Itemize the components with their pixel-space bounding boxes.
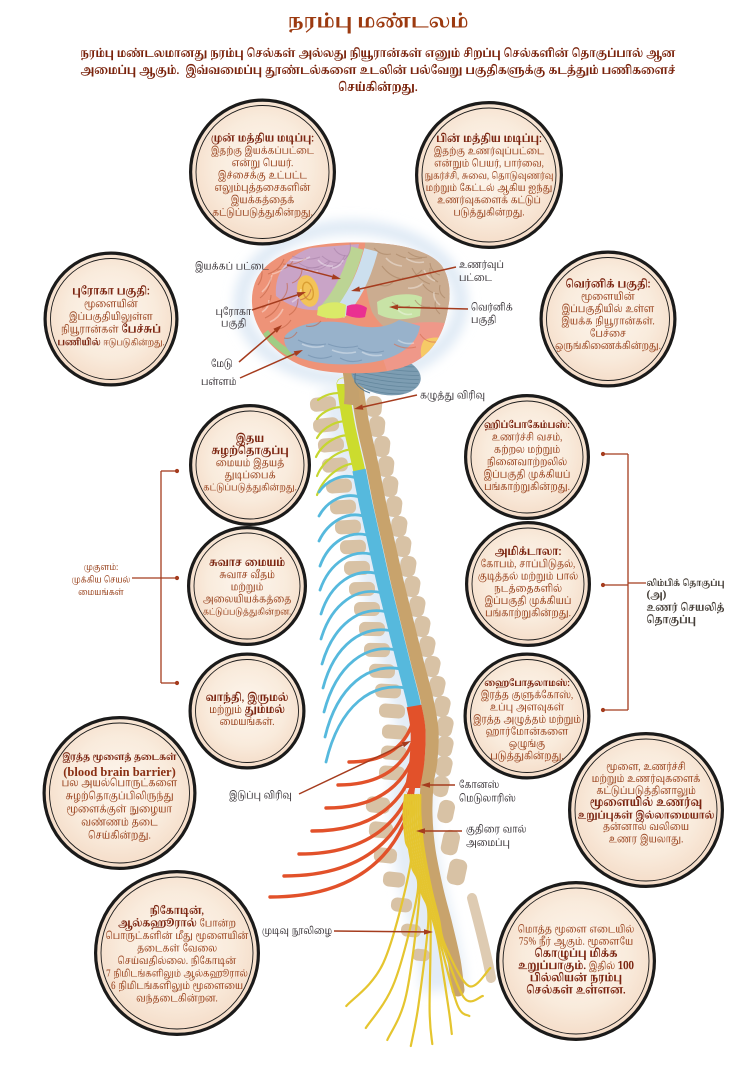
svg-text:(blood brain barrier): (blood brain barrier) <box>63 765 176 779</box>
